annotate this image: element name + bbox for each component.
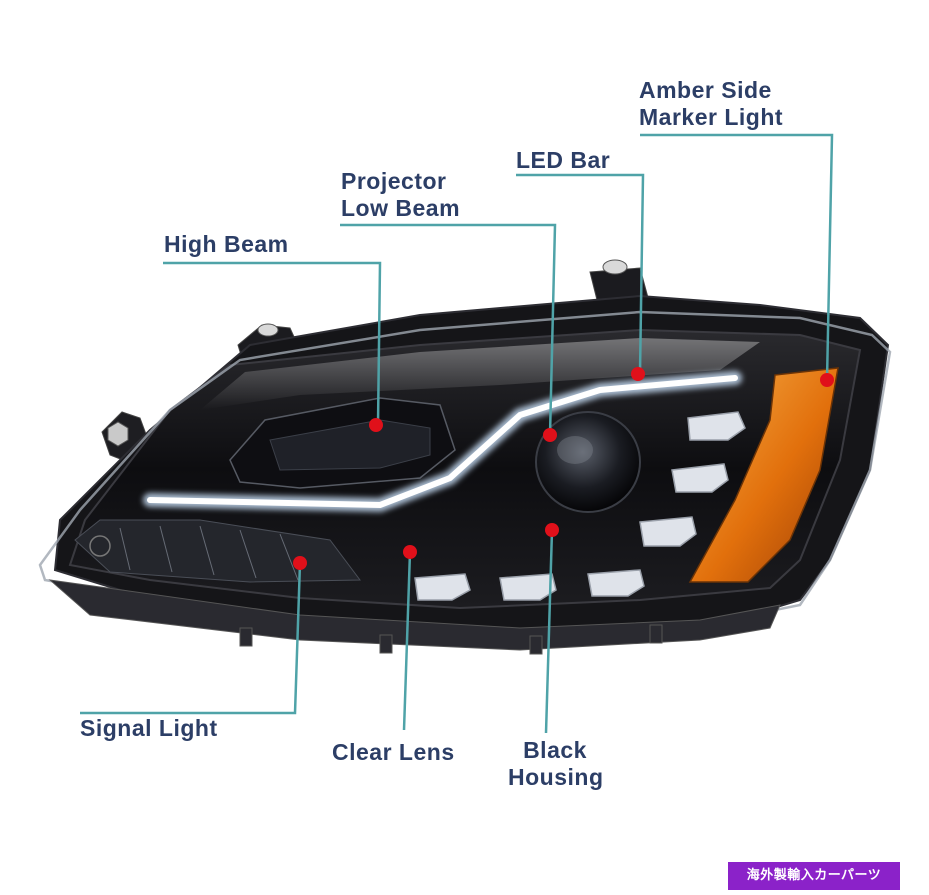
label-amber-line2: Marker Light <box>639 104 784 130</box>
leader-lines <box>80 133 834 734</box>
leader-projector <box>340 223 557 436</box>
projector-lens <box>535 411 641 513</box>
label-projector-low-beam: Projector Low Beam <box>341 168 460 222</box>
drl-pods <box>414 411 746 601</box>
led-bar <box>143 371 742 513</box>
label-housing-line2: Housing <box>508 764 604 790</box>
marker-dots <box>293 367 834 570</box>
leader-high-beam <box>163 261 382 426</box>
leader-signal <box>80 562 302 715</box>
leader-led <box>516 173 645 374</box>
label-led-bar: LED Bar <box>516 147 611 173</box>
dot-projector <box>543 428 557 442</box>
label-amber-line1: Amber Side <box>639 77 772 103</box>
label-high-beam: High Beam <box>164 231 289 257</box>
watermark-badge: 海外製輸入カーパーツ <box>728 862 900 890</box>
amber-side-marker <box>688 367 839 583</box>
lens-reflection <box>200 338 760 410</box>
label-clear-lens: Clear Lens <box>332 739 455 765</box>
leader-housing <box>544 529 554 734</box>
dot-high-beam <box>369 418 383 432</box>
dot-signal <box>293 556 307 570</box>
bottom-clips <box>48 579 781 655</box>
label-amber-side-marker: Amber Side Marker Light <box>639 77 783 131</box>
label-projector-line2: Low Beam <box>341 195 461 221</box>
dot-led <box>631 367 645 381</box>
dot-amber <box>820 373 834 387</box>
signal-reflector <box>74 519 361 583</box>
leader-clear-lens <box>402 551 412 731</box>
dot-clear-lens <box>403 545 417 559</box>
dot-housing <box>545 523 559 537</box>
label-housing-line1: Black <box>523 737 587 763</box>
leader-amber <box>640 133 834 381</box>
label-black-housing: Black Housing <box>508 737 604 791</box>
label-projector-line1: Projector <box>341 168 447 194</box>
label-signal-light: Signal Light <box>80 715 218 741</box>
